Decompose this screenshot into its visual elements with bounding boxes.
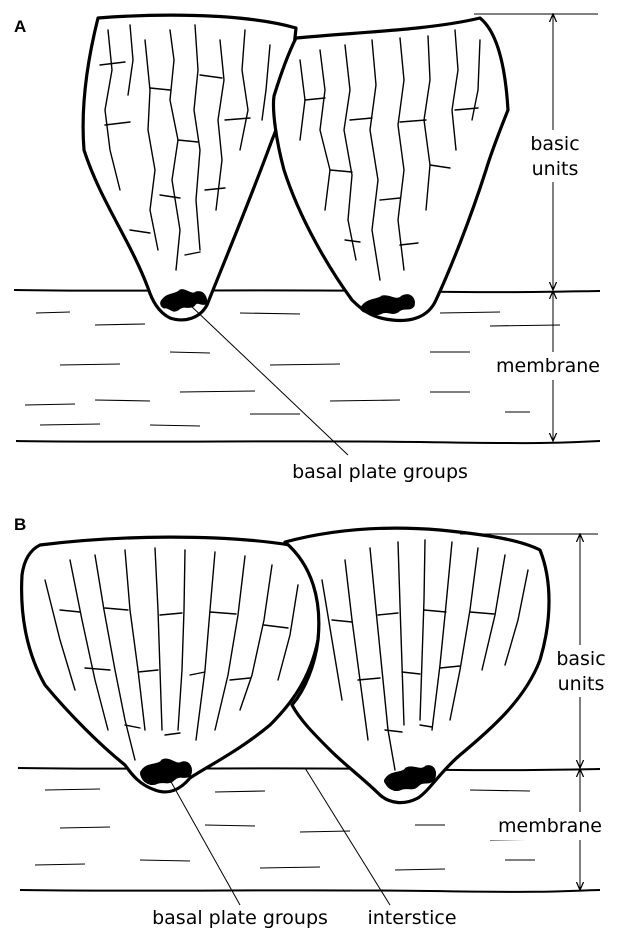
basal-plate-groups-label: basal plate groups	[292, 461, 468, 483]
panel-b: B	[14, 515, 614, 929]
panel-a-basic-unit-left	[83, 15, 296, 320]
interstice-label: interstice	[367, 907, 456, 929]
basal-plate-leader-line	[170, 780, 240, 905]
basic-units-label-line2: units	[558, 673, 605, 695]
panel-b-basic-unit-left	[22, 537, 319, 792]
panel-b-basic-unit-right	[285, 528, 549, 803]
membrane-label: membrane	[498, 815, 602, 837]
basic-units-label-line1: basic	[530, 133, 579, 155]
basal-plate-leader-line	[190, 305, 348, 455]
basal-plate-groups-label: basal plate groups	[152, 907, 328, 929]
panel-a-letter: A	[14, 17, 26, 36]
membrane-top-line	[18, 768, 600, 770]
basic-unit-outline	[22, 537, 319, 792]
membrane-bottom-line	[20, 890, 600, 892]
basic-units-label-line2: units	[532, 158, 579, 180]
membrane-top-line	[14, 290, 600, 292]
panel-b-letter: B	[14, 515, 26, 534]
basic-unit-outline	[285, 528, 549, 803]
membrane-texture	[35, 789, 560, 870]
panel-a: A	[14, 14, 610, 483]
basic-unit-outline	[273, 18, 508, 320]
membrane-label: membrane	[496, 355, 600, 377]
panel-a-basic-unit-right	[273, 18, 508, 320]
basic-units-label-line1: basic	[556, 648, 605, 670]
membrane-bottom-line	[16, 441, 600, 443]
